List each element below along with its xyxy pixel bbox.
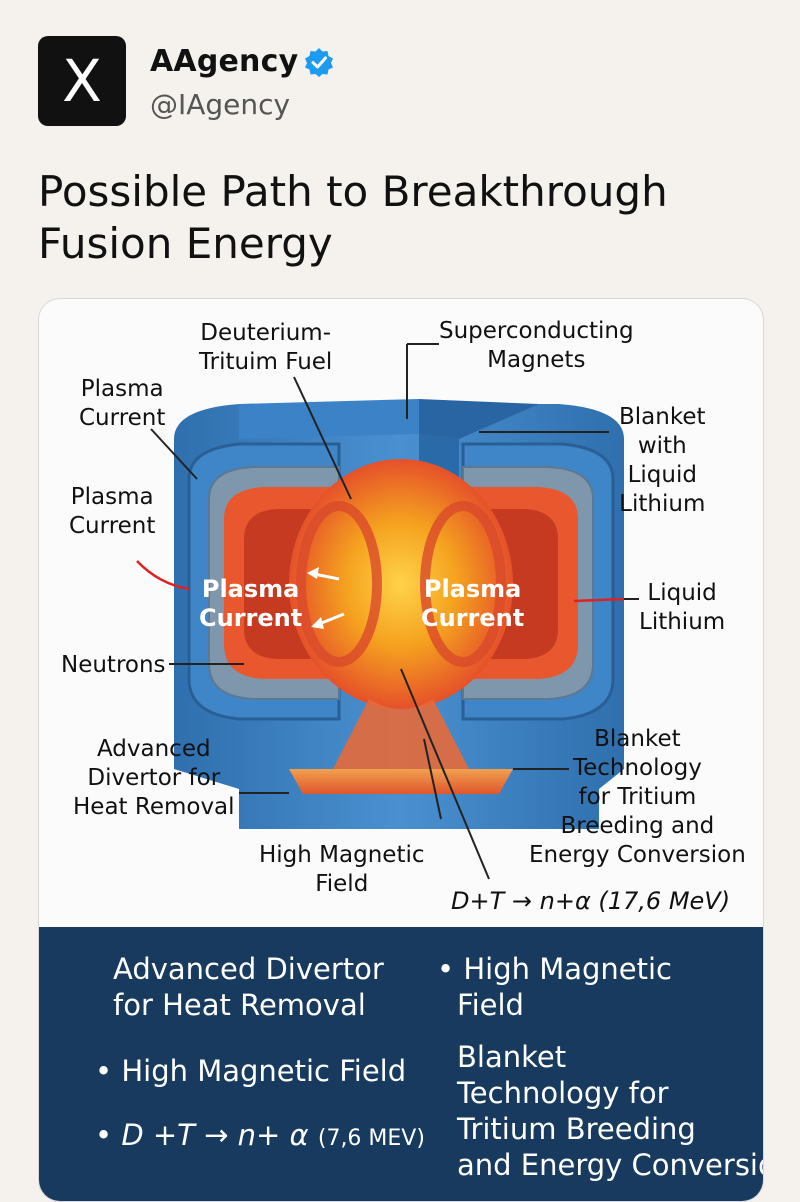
summary-panel: Advanced Divertor for Heat Removal • Hig…: [39, 927, 763, 1201]
label-plasma-current-top-line1: Plasma: [80, 376, 164, 402]
label-liquid-lithium-line1: Liquid: [647, 580, 717, 606]
label-plasma-current-mid-line1: Plasma: [70, 484, 154, 510]
label-plasma-current-top-line2: Current: [79, 405, 166, 431]
label-dt-fuel: Deuterium- Trituim Fuel: [199, 319, 332, 377]
label-plasma-current-mid: Plasma Current: [69, 483, 155, 541]
label-blanket-line2: with: [637, 433, 687, 459]
summary-divertor: Advanced Divertor for Heat Removal: [113, 951, 384, 1023]
label-magnets-line1: Superconducting: [439, 318, 634, 344]
label-fusion-equation: D+T → n+α (17,6 MeV): [451, 887, 730, 916]
label-plasma-current-mid-line2: Current: [69, 513, 156, 539]
label-blanket-line1: Blanket: [619, 404, 706, 430]
summary-divertor-line1: Advanced Divertor: [113, 952, 384, 986]
label-blanket-technology: Blanket Technology for Tritium Breeding …: [529, 725, 746, 870]
post-title: Possible Path to Breakthrough Fusion Ene…: [38, 166, 758, 270]
account-handle[interactable]: @IAgency: [150, 88, 291, 121]
flow-arrow-2: [318, 612, 345, 626]
plasma-core: [289, 459, 513, 709]
label-magnets-line2: Magnets: [487, 347, 586, 373]
tokamak-illustration: [136, 343, 639, 880]
tokamak-diagram: Deuterium- Trituim Fuel Superconducting …: [39, 299, 763, 927]
label-blanket-line4: Lithium: [619, 491, 706, 517]
label-inner-right-line2: Current: [421, 604, 525, 632]
summary-magnetic-field-right-line2: Field: [457, 988, 524, 1022]
label-magnetic-field-line1: High Magnetic: [259, 842, 425, 868]
plasma-ring-left: [296, 501, 382, 667]
post-header: X AAgency @IAgency: [38, 36, 638, 128]
label-blanket-liquid-lithium: Blanket with Liquid Lithium: [619, 403, 706, 519]
label-blanket-tech-line1: Blanket: [594, 726, 681, 752]
red-pointer-left: [136, 560, 190, 591]
verified-badge-icon: [305, 47, 334, 77]
summary-blanket-technology: Blanket Technology for Tritium Breeding …: [457, 1039, 764, 1183]
label-plasma-current-top: Plasma Current: [79, 375, 165, 433]
summary-magnetic-field-left-text: • High Magnetic Field: [95, 1054, 407, 1088]
leader-lines: [150, 343, 639, 880]
account-name-row: AAgency: [150, 44, 334, 79]
summary-equation: • D +T → n+ α (7,6 MEV): [95, 1117, 425, 1157]
label-high-magnetic-field: High Magnetic Field: [259, 841, 425, 899]
label-divertor-line3: Heat Removal: [73, 794, 235, 820]
summary-magnetic-field-right-line1: • High Magnetic: [437, 952, 672, 986]
label-blanket-tech-line3: for Tritium: [578, 784, 697, 810]
summary-magnetic-field-left: • High Magnetic Field: [95, 1053, 406, 1089]
label-inner-left-line2: Current: [199, 604, 303, 632]
label-divertor-line2: Divertor for: [87, 765, 221, 791]
label-blanket-tech-line4: Breeding and: [560, 813, 715, 839]
label-blanket-tech-line2: Technology: [572, 755, 702, 781]
summary-equation-main: • D +T → n+ α: [95, 1118, 309, 1152]
label-liquid-lithium: Liquid Lithium: [639, 579, 725, 637]
label-liquid-lithium-line2: Lithium: [639, 609, 726, 635]
label-blanket-tech-line5: Energy Conversion: [529, 842, 746, 868]
label-blanket-line3: Liquid: [627, 462, 697, 488]
label-dt-fuel-line1: Deuterium-: [200, 320, 332, 346]
label-inner-left-line1: Plasma: [201, 575, 300, 603]
label-magnetic-field-line2: Field: [315, 871, 369, 897]
infographic-card: Deuterium- Trituim Fuel Superconducting …: [38, 298, 764, 1202]
label-equation-text: D+T → n+α (17,6 MeV): [451, 887, 731, 915]
summary-divertor-line2: for Heat Removal: [113, 988, 366, 1022]
label-divertor-line1: Advanced: [96, 736, 211, 762]
label-superconducting-magnets: Superconducting Magnets: [439, 317, 634, 375]
label-neutrons: Neutrons: [61, 651, 166, 680]
summary-blanket-line1: Blanket: [457, 1040, 567, 1074]
label-inner-plasma-right: Plasma Current: [421, 575, 524, 633]
plasma-ring-right: [420, 501, 506, 667]
x-logo-icon[interactable]: X: [38, 36, 126, 126]
title-line-1: Possible Path to Breakthrough: [38, 167, 668, 216]
title-line-2: Fusion Energy: [38, 219, 333, 268]
label-inner-plasma-left: Plasma Current: [199, 575, 302, 633]
account-name[interactable]: AAgency: [150, 44, 299, 79]
label-advanced-divertor: Advanced Divertor for Heat Removal: [73, 735, 235, 822]
label-inner-right-line1: Plasma: [423, 575, 522, 603]
flow-arrow-2-head: [311, 617, 324, 629]
red-pointer-right: [573, 597, 625, 603]
flow-arrow-1: [313, 572, 340, 581]
summary-equation-energy: (7,6 MEV): [317, 1126, 425, 1151]
logo-glyph: X: [62, 47, 102, 115]
label-neutrons-text: Neutrons: [61, 652, 166, 678]
summary-blanket-line3: Tritium Breeding: [457, 1112, 696, 1146]
summary-blanket-line4: and Energy Conversion: [457, 1148, 764, 1182]
summary-blanket-line2: Technology for: [457, 1076, 669, 1110]
label-dt-fuel-line2: Trituim Fuel: [199, 349, 333, 375]
flow-arrow-1-head: [307, 567, 319, 579]
summary-magnetic-field-right: • High Magnetic Field: [437, 951, 672, 1023]
